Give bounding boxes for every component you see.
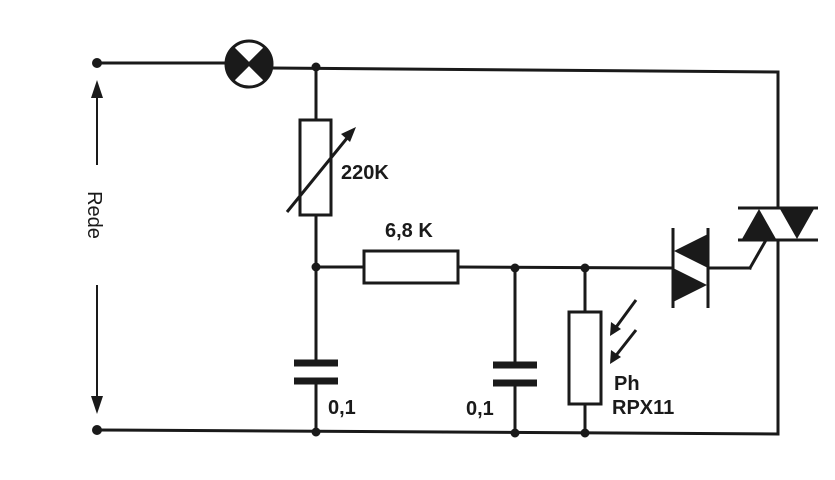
capacitor-right-label: 0,1 [466, 398, 494, 420]
junction-dot [580, 263, 590, 273]
junction-dot [311, 262, 321, 272]
resistor-label: 6,8 K [385, 220, 433, 242]
lamp-icon [224, 39, 274, 89]
terminal-top [92, 58, 102, 68]
capacitor-right-icon [493, 361, 537, 387]
potentiometer-icon [285, 118, 356, 217]
wire-gate [747, 237, 769, 271]
junctions [311, 62, 590, 438]
wire-top-right [270, 66, 780, 74]
photoresistor-icon [567, 299, 638, 406]
capacitor-left-label: 0,1 [328, 397, 356, 419]
junction-dot [510, 263, 520, 273]
mains-label: Rede [83, 191, 105, 239]
diac-icon [671, 228, 710, 308]
junction-dot [580, 428, 590, 438]
capacitor-left-icon [294, 359, 338, 385]
terminal-bottom [92, 425, 102, 435]
photoresistor-label-line1: Ph [614, 373, 640, 395]
triac-icon [738, 206, 818, 242]
arrow-down-icon [91, 396, 103, 414]
junction-dot [510, 428, 520, 438]
arrow-up-icon [91, 80, 103, 98]
potentiometer-label: 220K [341, 162, 389, 184]
wire-to-diac [456, 265, 675, 270]
wire-bottom [95, 428, 780, 436]
resistor-icon [362, 249, 460, 285]
wiring [95, 61, 780, 436]
photoresistor-label-line2: RPX11 [612, 397, 674, 419]
junction-dot [311, 427, 321, 437]
junction-dot [311, 62, 321, 72]
mains-voltage-indicator [91, 80, 103, 414]
